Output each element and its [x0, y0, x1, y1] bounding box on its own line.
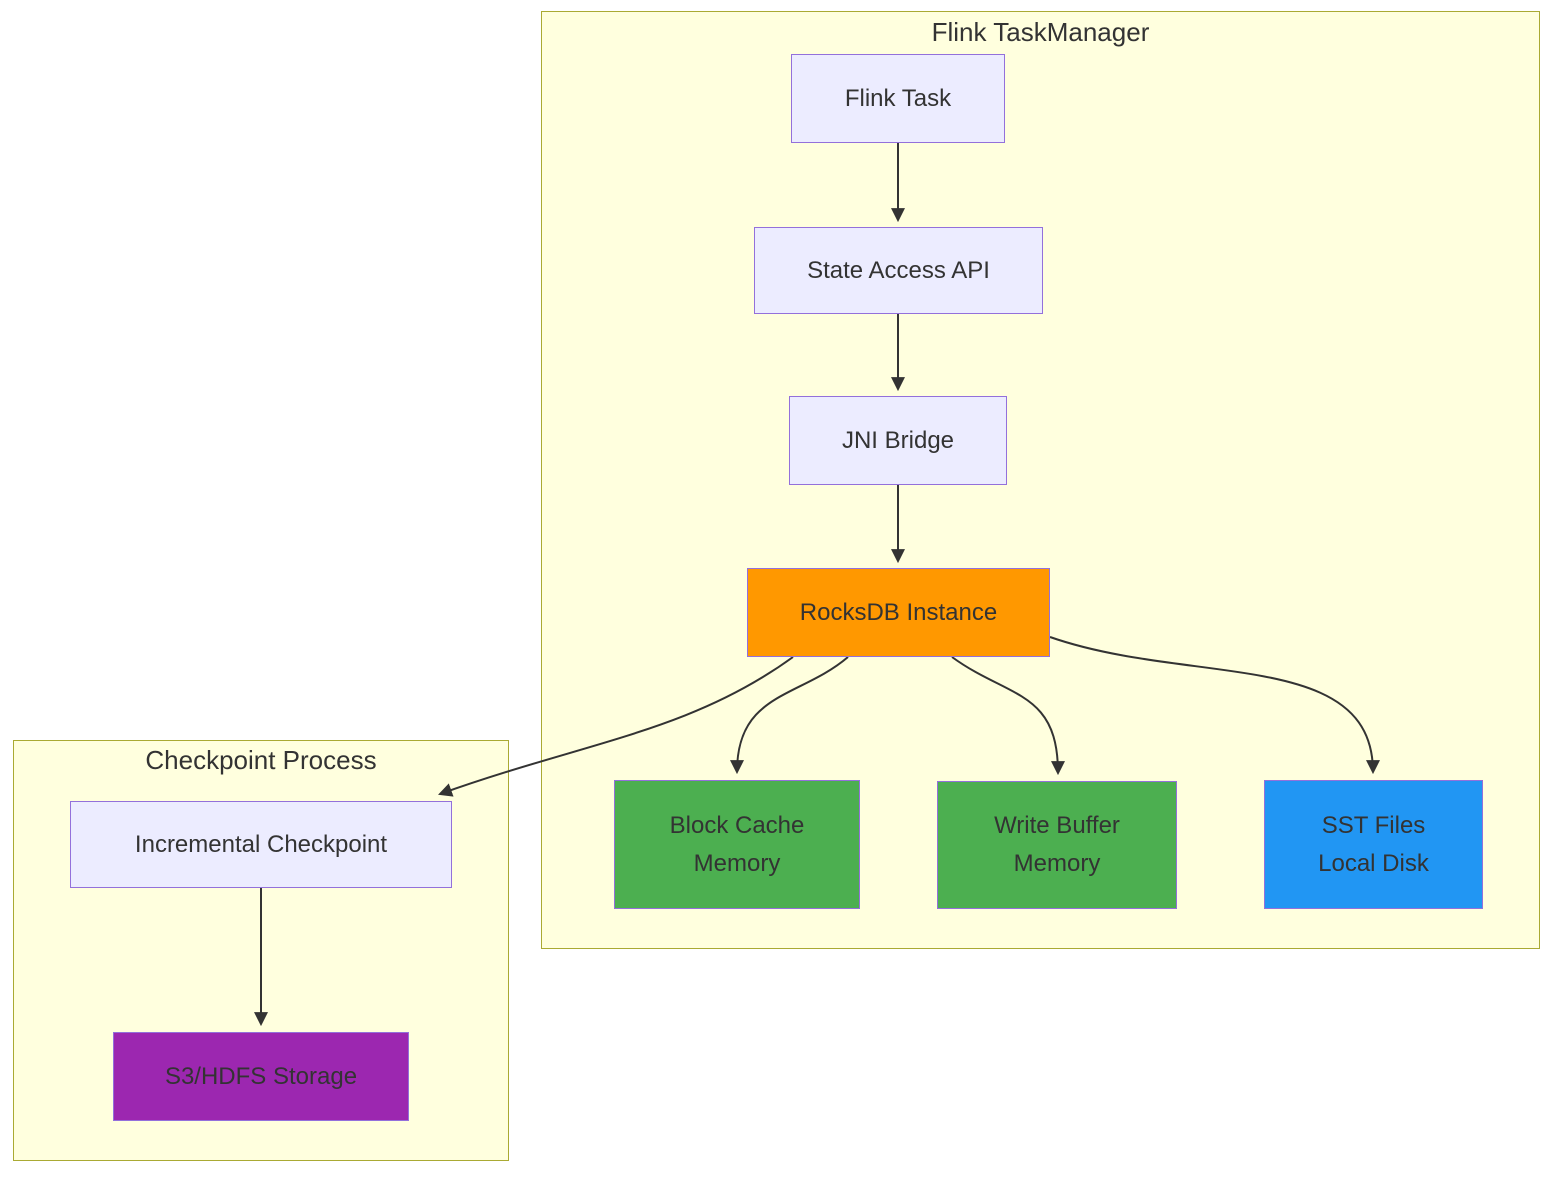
edge-rocksdb-to-writebuffer: [951, 656, 1065, 776]
node-jni-bridge-label: JNI Bridge: [841, 426, 955, 454]
cluster-checkpoint-process-title: Checkpoint Process: [145, 745, 377, 775]
node-rocksdb-instance-label: RocksDB Instance: [799, 598, 998, 626]
node-sst-files-local-disk: SST Files Local Disk: [1264, 780, 1483, 909]
node-state-access-api: State Access API: [754, 227, 1043, 314]
node-incremental-checkpoint: Incremental Checkpoint: [70, 801, 452, 888]
node-write-buffer-memory-line2: Memory: [1013, 850, 1101, 877]
node-block-cache-memory-line2: Memory: [693, 849, 781, 877]
edge-rocksdb-to-blockcache: [730, 656, 849, 775]
node-block-cache-memory-line1: Block Cache: [669, 811, 805, 839]
node-write-buffer-memory-line1: Write Buffer: [994, 812, 1120, 839]
node-flink-task: Flink Task: [791, 54, 1005, 143]
edge-rocksdb-to-sstfiles: [1049, 636, 1380, 775]
edge-rocksdb-to-incremental: [438, 656, 794, 797]
node-sst-files-line2: Local Disk: [1318, 849, 1429, 877]
node-incremental-checkpoint-label: Incremental Checkpoint: [134, 830, 388, 858]
node-flink-task-label: Flink Task: [844, 84, 952, 112]
node-write-buffer-memory: Write Buffer Memory: [937, 781, 1177, 909]
node-block-cache-memory: Block Cache Memory: [614, 780, 860, 909]
node-sst-files-line1: SST Files: [1321, 811, 1426, 839]
cluster-flink-taskmanager-title: Flink TaskManager: [931, 17, 1150, 47]
node-state-access-api-label: State Access API: [807, 256, 990, 284]
node-jni-bridge: JNI Bridge: [789, 396, 1007, 485]
node-rocksdb-instance: RocksDB Instance: [747, 568, 1050, 657]
node-s3-hdfs-storage: S3/HDFS Storage: [113, 1032, 409, 1121]
node-s3-hdfs-storage-label: S3/HDFS Storage: [164, 1062, 358, 1090]
